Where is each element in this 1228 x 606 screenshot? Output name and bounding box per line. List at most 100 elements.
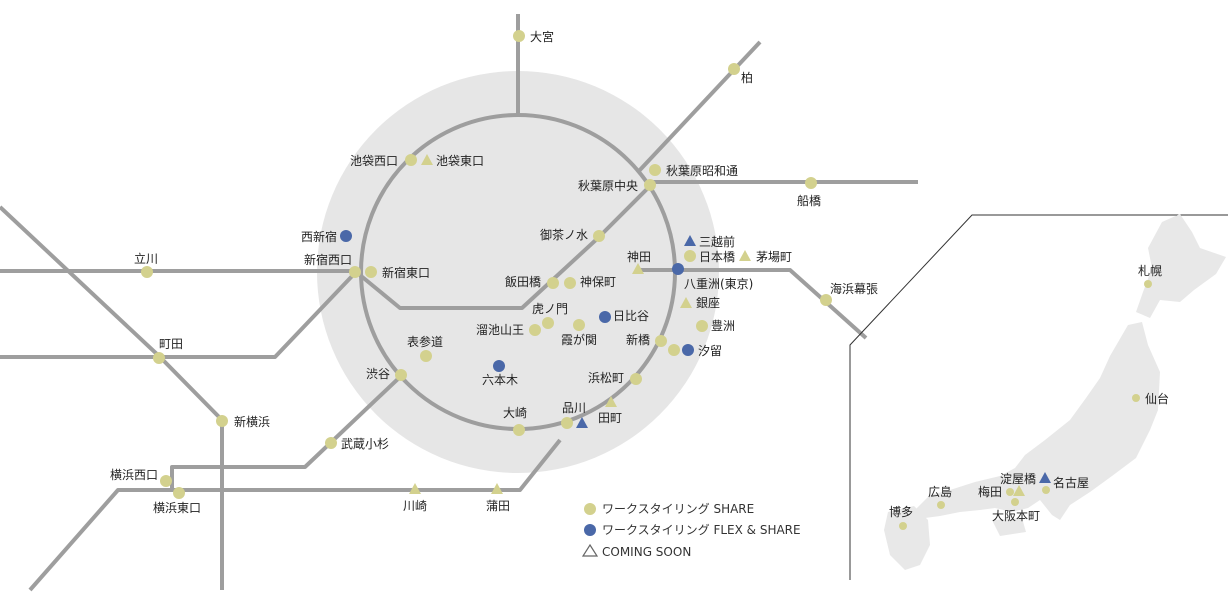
station-markers (141, 30, 1152, 530)
marker-tamachi-triangle-icon (605, 396, 617, 407)
label-nihonbashi: 日本橋 (699, 250, 735, 264)
marker-ochanomizu-icon (593, 230, 605, 242)
marker-nishishinjuku-icon (340, 230, 352, 242)
label-sapporo: 札幌 (1138, 263, 1162, 278)
label-nishishinjuku: 西新宿 (301, 229, 337, 244)
label-musashikosugi: 武蔵小杉 (341, 437, 389, 451)
marker-iidabashi-icon (547, 277, 559, 289)
station-labels: 大宮 柏 船橋 海浜幕張 秋葉原昭和通 秋葉原中央 池袋西口 池袋東口 西新宿 … (110, 29, 1169, 523)
marker-shinagawa-icon (561, 417, 573, 429)
label-yokohama-e: 横浜東口 (153, 501, 201, 515)
marker-yodoyabashi-icon (1006, 488, 1014, 496)
label-shinjuku-w: 新宿西口 (304, 252, 352, 267)
marker-jimbocho-icon (564, 277, 576, 289)
label-roppongi: 六本木 (482, 373, 518, 387)
label-ginza: 銀座 (696, 295, 720, 310)
label-tameike: 溜池山王 (476, 322, 524, 337)
label-yokohama-w: 横浜西口 (110, 468, 158, 482)
label-shibuya: 渋谷 (366, 367, 390, 381)
marker-shiodome-s-icon (668, 344, 680, 356)
label-osaki: 大崎 (503, 406, 527, 420)
label-mitsukoshimae: 三越前 (699, 234, 735, 249)
label-hakata: 博多 (889, 504, 913, 519)
label-umeda: 梅田 (978, 484, 1002, 499)
marker-yokohama-e-icon (173, 487, 185, 499)
line-tokaido (28, 438, 562, 592)
label-toyosu: 豊洲 (711, 319, 735, 333)
hokkaido-shape (1136, 214, 1226, 318)
label-omiya: 大宮 (530, 29, 554, 44)
japan-inset (849, 214, 1228, 580)
label-shinjuku-e: 新宿東口 (382, 265, 430, 280)
label-kaihin: 海浜幕張 (830, 281, 878, 296)
marker-tachikawa-icon (141, 266, 153, 278)
marker-nagoya-triangle-icon (1039, 472, 1051, 483)
marker-kayabacho-triangle-icon (739, 250, 751, 261)
marker-musashikosugi-icon (325, 437, 337, 449)
label-iidabashi: 飯田橋 (505, 274, 541, 289)
label-tamachi: 田町 (598, 411, 622, 425)
circle-marker-icon (584, 503, 596, 515)
label-hamamatsucho: 浜松町 (588, 371, 624, 385)
marker-akihabara-chuo-icon (644, 179, 656, 191)
legend-soon: COMING SOON (602, 545, 691, 559)
kyushu-shape (884, 506, 930, 570)
label-toranomon: 虎ノ門 (532, 302, 568, 316)
marker-kashiwa-icon (728, 63, 740, 75)
marker-toyosu-icon (696, 320, 708, 332)
central-area-disc (317, 71, 719, 473)
marker-tameike-icon (529, 324, 541, 336)
label-akihabara-chuo: 秋葉原中央 (578, 178, 638, 193)
triangle-marker-icon (581, 543, 599, 557)
legend: ワークスタイリング SHARE ワークスタイリング FLEX & SHARE C… (581, 502, 801, 559)
marker-kasumigaseki-icon (573, 319, 585, 331)
marker-sendai-icon (1132, 394, 1140, 402)
label-ikebukuro-w: 池袋西口 (350, 154, 398, 168)
marker-ikebukuro-w-icon (405, 154, 417, 166)
label-kamata: 蒲田 (486, 499, 510, 513)
line-kashiwa (636, 40, 762, 174)
label-jimbocho: 神保町 (580, 275, 616, 289)
marker-osakahonmachi-icon (1011, 498, 1019, 506)
marker-omotesando-icon (420, 350, 432, 362)
legend-flex: ワークスタイリング FLEX & SHARE (602, 523, 801, 537)
label-kanda: 神田 (627, 250, 651, 264)
marker-kanda-triangle-icon (632, 263, 644, 274)
line-tachikawa-machida (0, 205, 224, 590)
marker-hiroshima-icon (937, 501, 945, 509)
marker-kaihin-icon (820, 294, 832, 306)
marker-shinjuku-e-icon (365, 266, 377, 278)
marker-shiodome-f-icon (682, 344, 694, 356)
marker-yokohama-w-icon (160, 475, 172, 487)
marker-shinagawa-t-triangle-icon (576, 417, 588, 428)
marker-nagoya-s-icon (1042, 486, 1050, 494)
marker-yaesu-icon (672, 263, 684, 275)
label-machida: 町田 (159, 337, 183, 351)
label-nagoya: 名古屋 (1053, 475, 1089, 490)
marker-omiya-icon (513, 30, 525, 42)
label-hiroshima: 広島 (928, 484, 952, 499)
line-chuo (0, 184, 652, 310)
line-toyoko (170, 375, 402, 490)
line-odakyu (0, 271, 357, 359)
label-yodoyabashi: 淀屋橋 (1000, 472, 1036, 486)
marker-yodoyabashi-t-triangle-icon (1013, 485, 1025, 496)
legend-share: ワークスタイリング SHARE (602, 502, 754, 516)
label-kawasaki: 川崎 (403, 499, 427, 513)
marker-nihonbashi-icon (684, 250, 696, 262)
marker-hamamatsucho-icon (630, 373, 642, 385)
label-ochanomizu: 御茶ノ水 (540, 227, 588, 242)
marker-shinjuku-w-icon (349, 266, 361, 278)
marker-osaki-icon (513, 424, 525, 436)
label-shinyokohama: 新横浜 (234, 414, 270, 429)
label-hibiya: 日比谷 (613, 309, 649, 323)
marker-ginza-triangle-icon (680, 297, 692, 308)
marker-hakata-icon (899, 522, 907, 530)
label-osakahonmachi: 大阪本町 (992, 509, 1040, 523)
marker-funabashi-icon (805, 177, 817, 189)
label-funabashi: 船橋 (797, 194, 821, 208)
blue-circle-marker-icon (584, 524, 596, 536)
marker-shimbashi-icon (655, 335, 667, 347)
marker-hibiya-icon (599, 311, 611, 323)
